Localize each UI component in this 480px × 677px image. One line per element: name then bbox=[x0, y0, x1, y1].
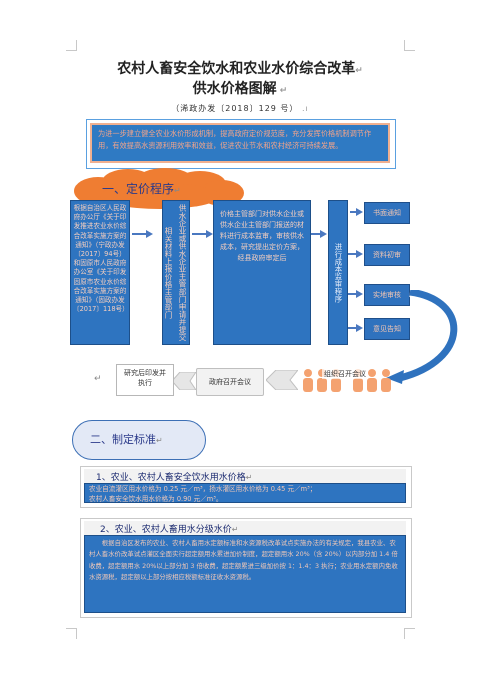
branch-arrow-2 bbox=[356, 250, 363, 258]
flow-procedure-box: 进行成本监审程序 bbox=[328, 200, 348, 345]
doc-number: （浠政办发〔2018〕129 号） .ı bbox=[171, 104, 309, 113]
flow-arrow-2-line bbox=[192, 233, 206, 235]
section1-heading: 一、定价程序↵ bbox=[102, 182, 181, 196]
flow-arrow-1-line bbox=[132, 233, 146, 235]
flow-review-box: 价格主管部门对供水企业或供水企业主管部门报送的材料进行成本监审，审核供水成本，研… bbox=[213, 200, 311, 345]
hex-arrow-left-1 bbox=[266, 370, 298, 390]
flow-apply-text: 供水企业或供水企业主管部门申请并提交相关材料上报价格主管部门 bbox=[164, 204, 187, 341]
publish-mark: ↵ bbox=[94, 374, 102, 384]
flow-basis-box: 根据自治区人民政府办公厅《关于印发推进农业水价综合改革实施方案的通知》（宁政办发… bbox=[70, 200, 130, 345]
flow-apply-box: 供水企业或供水企业主管部门申请并提交相关材料上报价格主管部门 bbox=[162, 200, 190, 345]
page-title: 农村人畜安全饮水和农业水价综合改革↵ bbox=[117, 61, 363, 77]
standard2-title: 2、农业、农村人畜用水分级水价↵ bbox=[100, 525, 239, 535]
return-curve-body bbox=[399, 290, 458, 382]
gov-meeting-text: 政府召开会议 bbox=[209, 378, 251, 386]
standard1-body: 农业自流灌区用水价格为 0.25 元／m³，扬水灌区用水价格为 0.45 元／m… bbox=[84, 483, 406, 503]
branch-line-2 bbox=[348, 293, 356, 295]
crop-mark-top-left bbox=[66, 40, 77, 51]
section2-heading: 二、制定标准↵ bbox=[90, 433, 163, 446]
intro-frame bbox=[86, 119, 396, 169]
standard2-body: 根据自治区发布的农业、农村人畜用水定额标准和水资源税改革试点实施办法的有关规定，… bbox=[84, 535, 406, 613]
return-curve-head bbox=[386, 370, 404, 384]
crop-mark-top-right bbox=[404, 40, 415, 51]
branch-line-1 bbox=[348, 253, 356, 255]
flow-arrow-1 bbox=[146, 230, 153, 238]
crop-mark-bottom-right bbox=[404, 628, 415, 639]
step-box-1: 书面通知 bbox=[364, 202, 410, 224]
crop-mark-bottom-left bbox=[66, 628, 77, 639]
standard1-line1: 农业自流灌区用水价格为 0.25 元／m³，扬水灌区用水价格为 0.45 元／m… bbox=[89, 485, 317, 493]
intro-text: 为进一步建立健全农业水价形成机制，提高政府定价规范度，充分发挥价格机制调节作用，… bbox=[90, 123, 390, 163]
section2-pill bbox=[72, 420, 206, 460]
publish-box: 研究后印发并执行 bbox=[116, 364, 174, 396]
branch-trunk bbox=[350, 211, 356, 213]
step-box-2: 资料初审 bbox=[364, 244, 410, 266]
step-box-4: 意见告知 bbox=[364, 318, 410, 340]
flow-procedure-text: 进行成本监审程序 bbox=[334, 242, 343, 303]
page-title-line2: 供水价格图解 ↵ bbox=[192, 81, 288, 97]
step-box-3: 实地审核 bbox=[364, 284, 410, 306]
flow-arrow-2 bbox=[206, 230, 213, 238]
branch-arrow-3 bbox=[356, 290, 363, 298]
standard1-line2: 农村人畜安全饮水用水价格为 0.90 元／m³。 bbox=[89, 495, 223, 503]
cloud-fill bbox=[74, 168, 244, 209]
branch-arrow-1 bbox=[356, 208, 363, 216]
gov-meeting-box: 政府召开会议 bbox=[196, 368, 264, 396]
branch-line-3 bbox=[348, 327, 356, 329]
branch-arrow-4 bbox=[356, 324, 363, 332]
hex-arrow-left-2 bbox=[172, 372, 196, 390]
standard2-title-bar bbox=[84, 521, 406, 535]
standard1-title: 1、农业、农村人畜安全饮水用水价格↵ bbox=[96, 473, 253, 483]
return-curve-arrow bbox=[386, 290, 459, 384]
cloud-shape bbox=[74, 168, 244, 209]
publish-text: 研究后印发并执行 bbox=[124, 369, 166, 387]
hearing-label: 组织召开会议 bbox=[322, 369, 368, 379]
flow-arrow-3 bbox=[320, 230, 327, 238]
standard1-title-bar bbox=[84, 469, 406, 483]
flow-arrow-3-line bbox=[311, 233, 321, 235]
